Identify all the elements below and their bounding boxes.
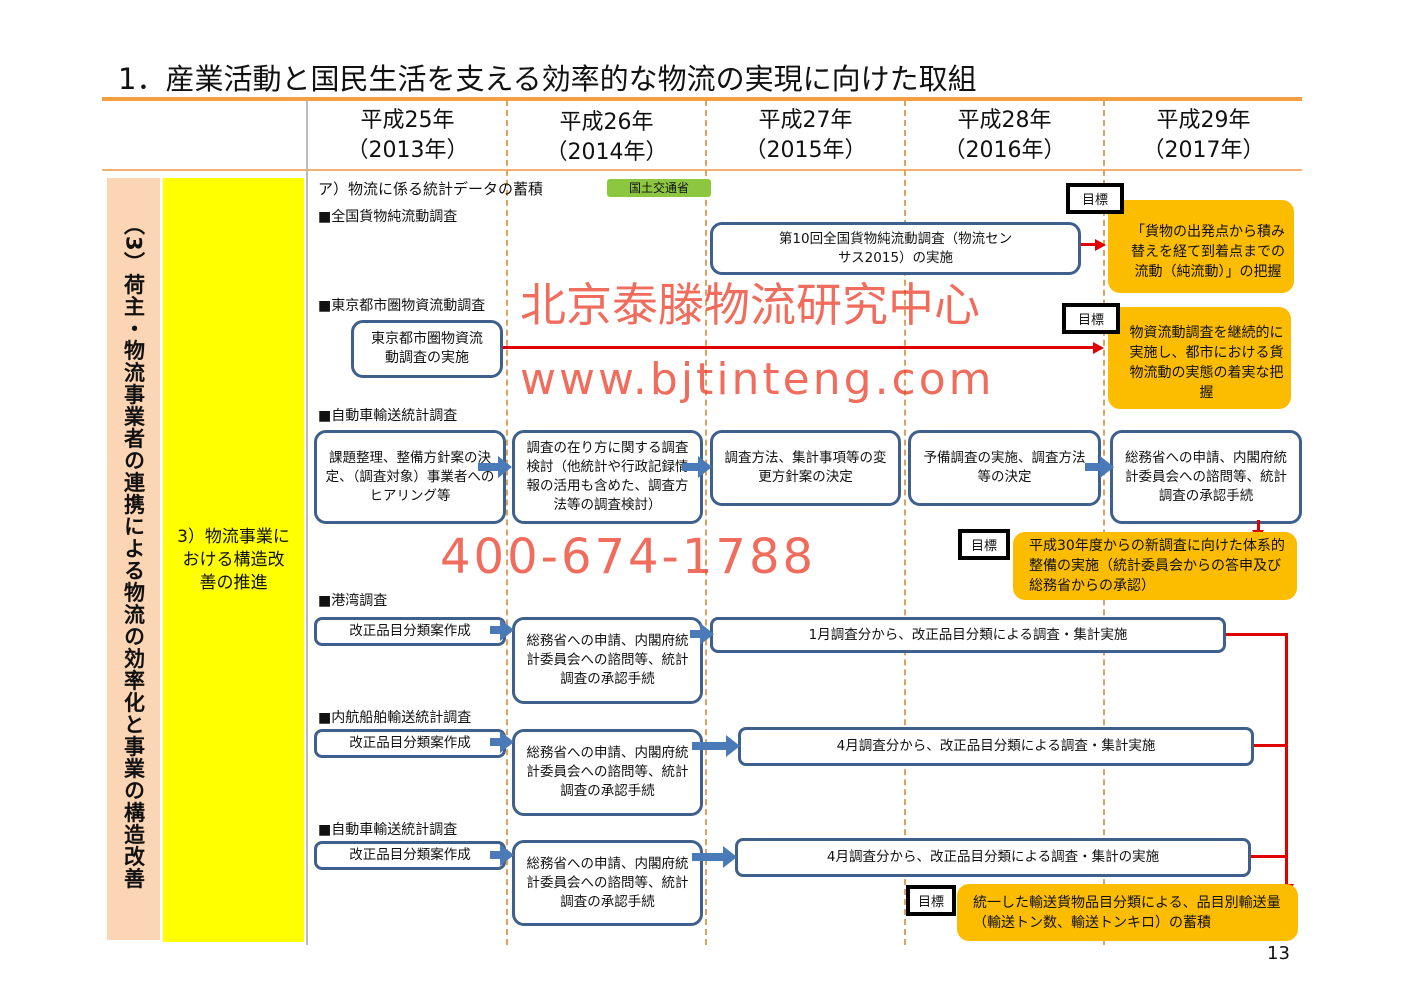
step-box: 改正品目分類案作成	[314, 729, 506, 758]
survey-heading: ■全国貨物純流動調査	[318, 209, 458, 225]
arrow-head-icon	[1093, 342, 1104, 354]
year-header-2015: 平成27年（2015年）	[744, 108, 867, 163]
blue-arrow	[490, 738, 502, 746]
step-box: 総務省への申請、内閣府統計委員会への諮問等、統計調査の承認手続	[512, 729, 703, 816]
step-box: 総務省への申請、内閣府統計委員会への諮問等、統計調査の承認手続	[512, 840, 703, 926]
watermark-text: 北京泰滕物流研究中心	[520, 278, 980, 332]
survey-heading: ■内航船舶輸送統計調査	[318, 710, 472, 726]
arrow-head-icon	[723, 846, 737, 868]
goal-box: 「貨物の出発点から積み替えを経て到着点までの流動（純流動）」の把握	[1108, 200, 1294, 293]
page-title: 1．産業活動と国民生活を支える効率的な物流の実現に向けた取組	[118, 62, 977, 96]
year-header-2016: 平成28年（2016年）	[943, 108, 1066, 163]
subcategory-label: 3）物流事業における構造改善の推進	[177, 526, 290, 593]
step-box: 4月調査分から、改正品目分類による調査・集計の実施	[735, 838, 1251, 877]
blue-arrow	[478, 463, 500, 471]
blue-arrow	[692, 742, 728, 750]
goal-tag: 目標	[1062, 303, 1120, 334]
column-divider	[1103, 100, 1105, 945]
arrow-head-icon	[726, 735, 740, 757]
ministry-badge: 国土交通省	[607, 179, 711, 197]
blue-arrow	[692, 853, 725, 861]
arrow-head-icon	[498, 456, 512, 478]
survey-heading: ■東京都市圏物資流動調査	[318, 298, 486, 314]
step-box: 改正品目分類案作成	[314, 841, 506, 870]
step-box: 4月調査分から、改正品目分類による調査・集計実施	[738, 727, 1254, 766]
goal-tag: 目標	[1066, 183, 1124, 214]
blue-arrow	[1085, 463, 1103, 471]
step-box: 改正品目分類案作成	[314, 617, 506, 646]
step-box: 調査の在り方に関する調査検討（他統計や行政記録情報の活用も含めた、調査方法等の調…	[512, 430, 703, 524]
arrow-head-icon	[1095, 239, 1106, 251]
step-box: 予備調査の実施、調査方法等の決定	[908, 430, 1101, 506]
red-connector	[1285, 633, 1288, 885]
column-divider	[306, 100, 308, 945]
step-box: 1月調査分から、改正品目分類による調査・集計実施	[710, 617, 1226, 653]
red-arrow	[1081, 243, 1097, 246]
blue-arrow	[682, 463, 700, 471]
page-number: 13	[1267, 943, 1290, 964]
survey-heading: ■自動車輸送統計調査	[318, 408, 458, 424]
red-connector	[1254, 744, 1288, 747]
arrow-head-icon	[1100, 456, 1114, 478]
step-box: 総務省への申請、内閣府統計委員会への諮問等、統計調査の承認手続	[1110, 430, 1302, 524]
column-divider	[904, 100, 906, 945]
year-header-2013: 平成25年（2013年）	[346, 108, 469, 163]
step-box: 調査方法、集計事項等の変更方針案の決定	[710, 430, 901, 506]
column-divider	[705, 100, 707, 945]
year-header-2017: 平成29年（2017年）	[1142, 108, 1265, 163]
category-label: （3）荷主・物流事業者の連携による物流の効率化と事業の構造改善	[121, 214, 146, 890]
watermark-phone: 400-674-1788	[440, 529, 817, 585]
survey-heading: ■港湾調査	[318, 593, 388, 609]
title-rule	[102, 97, 1302, 101]
year-header-2014: 平成26年（2014年）	[545, 110, 668, 165]
blue-arrow	[490, 851, 502, 859]
goal-tag: 目標	[958, 529, 1010, 560]
red-connector	[1226, 633, 1288, 636]
column-divider	[506, 100, 508, 945]
header-rule	[102, 169, 1302, 171]
blue-arrow	[690, 630, 702, 638]
red-arrow	[503, 346, 1095, 349]
section-title: ア）物流に係る統計データの蓄積	[318, 180, 544, 198]
arrow-head-icon	[500, 731, 514, 753]
arrow-head-icon	[700, 623, 714, 645]
survey-heading: ■自動車輸送統計調査	[318, 822, 458, 838]
step-box: 課題整理、整備方針案の決定、（調査対象）事業者へのヒアリング等	[314, 430, 506, 524]
goal-box: 統一した輸送貨物品目分類による、品目別輸送量（輸送トン数、輸送トンキロ）の蓄積	[957, 884, 1298, 941]
category-column: （3）荷主・物流事業者の連携による物流の効率化と事業の構造改善	[107, 178, 160, 940]
step-box: 東京都市圏物資流動調査の実施	[351, 320, 503, 378]
goal-box: 物資流動調査を継続的に実施し、都市における貨物流動の実態の着実な把握	[1108, 307, 1291, 409]
red-connector	[1251, 855, 1288, 858]
goal-box: 平成30年度からの新調査に向けた体系的整備の実施（統計委員会からの答申及び総務省…	[1013, 532, 1297, 600]
blue-arrow	[490, 626, 502, 634]
goal-tag: 目標	[906, 885, 956, 916]
arrow-head-icon	[500, 619, 514, 641]
subcategory-column: 3）物流事業における構造改善の推進	[163, 178, 304, 942]
arrow-head-icon	[500, 844, 514, 866]
arrow-head-icon	[698, 456, 712, 478]
red-arrow	[1257, 520, 1260, 532]
watermark-url: www.bjtinteng.com	[520, 354, 995, 405]
step-box: 総務省への申請、内閣府統計委員会への諮問等、統計調査の承認手続	[512, 617, 703, 704]
step-box: 第10回全国貨物純流動調査（物流センサス2015）の実施	[710, 222, 1081, 275]
